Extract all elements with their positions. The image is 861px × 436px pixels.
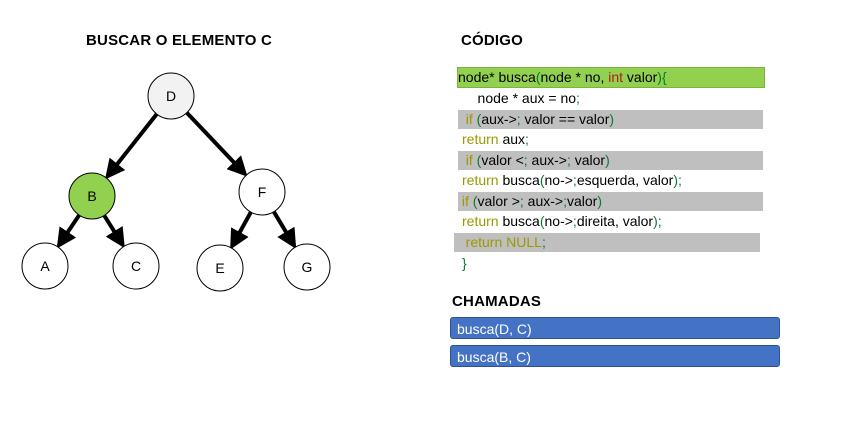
call-stack-item-1: busca(D, C) [450, 317, 780, 339]
node-circle [238, 168, 286, 216]
tree-node-A: A [21, 242, 69, 290]
code-line-1: node* busca(node * no, int valor){ [457, 67, 765, 88]
tree-node-E: E [196, 244, 244, 292]
code-line-8: return busca(no->;direita, valor); [462, 213, 662, 229]
node-label: F [258, 184, 267, 200]
code-line-2: node * aux = no; [462, 90, 580, 106]
node-circle [283, 243, 331, 291]
node-label: D [166, 88, 176, 104]
code-line-9: return NULL; [454, 233, 760, 252]
node-circle [21, 242, 69, 290]
code-title: CÓDIGO [461, 32, 524, 49]
code-line-10: } [462, 255, 467, 271]
tree-node-C: C [112, 242, 160, 290]
node-circle [68, 172, 116, 220]
code-line-4: return aux; [462, 131, 529, 147]
tree-node-G: G [283, 243, 331, 291]
node-label: E [215, 260, 224, 276]
tree-node-B: B [68, 172, 116, 220]
tree-node-F: F [238, 168, 286, 216]
tree-title: BUSCAR O ELEMENTO C [86, 32, 273, 49]
node-label: G [302, 259, 313, 275]
code-line-6: return busca(no->;esquerda, valor); [462, 172, 682, 188]
binary-tree-diagram: D B F A C E G [21, 72, 331, 292]
node-label: C [131, 258, 141, 274]
node-label: A [40, 258, 50, 274]
code-line-5: if (valor <; aux->; valor) [458, 151, 763, 170]
code-line-7: if (valor >; aux->;valor) [458, 192, 763, 211]
code-line-3: if (aux->; valor == valor) [458, 110, 763, 129]
node-label: B [87, 188, 96, 204]
node-circle [196, 244, 244, 292]
call-stack-item-2: busca(B, C) [450, 345, 780, 367]
calls-title: CHAMADAS [452, 293, 542, 310]
node-circle [147, 72, 195, 120]
tree-node-D: D [147, 72, 195, 120]
node-circle [112, 242, 160, 290]
